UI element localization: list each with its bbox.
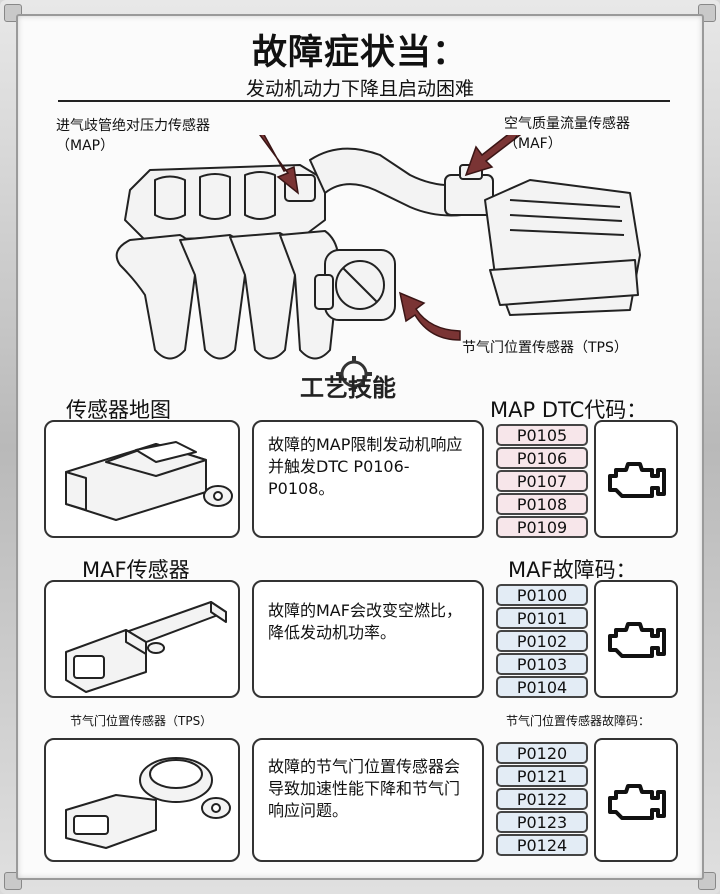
page-title: 故障症状当： <box>251 33 468 73</box>
dtc-code: P0123 <box>496 811 588 833</box>
map-engine-card <box>594 420 678 538</box>
tps-codes-heading: 节气门位置传感器故障码： <box>506 714 651 728</box>
page-subtitle: 发动机动力下降且启动困难 <box>245 78 474 100</box>
tps-description: 故障的节气门位置传感器会导致加速性能下降和节气门响应问题。 <box>268 757 461 820</box>
tps-description-card <box>252 738 484 862</box>
dtc-code: P0124 <box>496 834 588 856</box>
map-sensor-label: 进气歧管绝对压力传感器（MAP） <box>56 118 210 154</box>
maf-engine-card <box>594 580 678 698</box>
dtc-code: P0106 <box>496 447 588 469</box>
dtc-code: P0100 <box>496 584 588 606</box>
maf-sensor-label: 空气质量流量传感器（MAF） <box>504 116 630 152</box>
tps-sensor-card <box>44 738 240 862</box>
dtc-code: P0108 <box>496 493 588 515</box>
map-description: 故障的MAP限制发动机响应并触发DTC P0106-P0108。 <box>268 435 463 498</box>
maf-description-card <box>252 580 484 698</box>
maf-sensor-card <box>44 580 240 698</box>
check-engine-icon <box>608 784 666 820</box>
dtc-code: P0104 <box>496 676 588 698</box>
map-section-heading: 传感器地图 <box>66 398 171 422</box>
map-sensor-illustration <box>65 441 233 521</box>
dtc-code: P0121 <box>496 765 588 787</box>
map-code-list: P0105 P0106 P0107 P0108 P0109 <box>496 424 588 539</box>
map-sensor-card <box>44 420 240 538</box>
tps-sensor-illustration <box>65 757 231 849</box>
maf-code-list: P0100 P0101 P0102 P0103 P0104 <box>496 584 588 699</box>
tps-engine-card <box>594 738 678 862</box>
tps-code-list: P0120 P0121 P0122 P0123 P0124 <box>496 742 588 857</box>
watermark-text: 工艺技能 <box>300 374 396 402</box>
tps-sensor-label: 节气门位置传感器（TPS） <box>462 340 628 356</box>
check-engine-icon <box>608 462 666 498</box>
dtc-code: P0101 <box>496 607 588 629</box>
check-engine-icon <box>608 622 666 658</box>
maf-sensor-illustration <box>65 601 227 693</box>
dtc-code: P0120 <box>496 742 588 764</box>
tps-section-heading: 节气门位置传感器（TPS） <box>70 714 213 728</box>
engine-illustration <box>115 135 641 360</box>
maf-description: 故障的MAF会改变空燃比，降低发动机功率。 <box>268 601 462 642</box>
map-codes-heading: MAP DTC代码： <box>490 398 648 422</box>
gear-icon <box>336 356 372 392</box>
dtc-code: P0105 <box>496 424 588 446</box>
title-divider <box>58 100 670 102</box>
dtc-code: P0102 <box>496 630 588 652</box>
dtc-code: P0109 <box>496 516 588 538</box>
maf-section-heading: MAF传感器 <box>82 558 190 582</box>
dtc-code: P0122 <box>496 788 588 810</box>
map-description-card <box>252 420 484 538</box>
maf-codes-heading: MAF故障码： <box>508 558 637 582</box>
dtc-code: P0107 <box>496 470 588 492</box>
dtc-code: P0103 <box>496 653 588 675</box>
